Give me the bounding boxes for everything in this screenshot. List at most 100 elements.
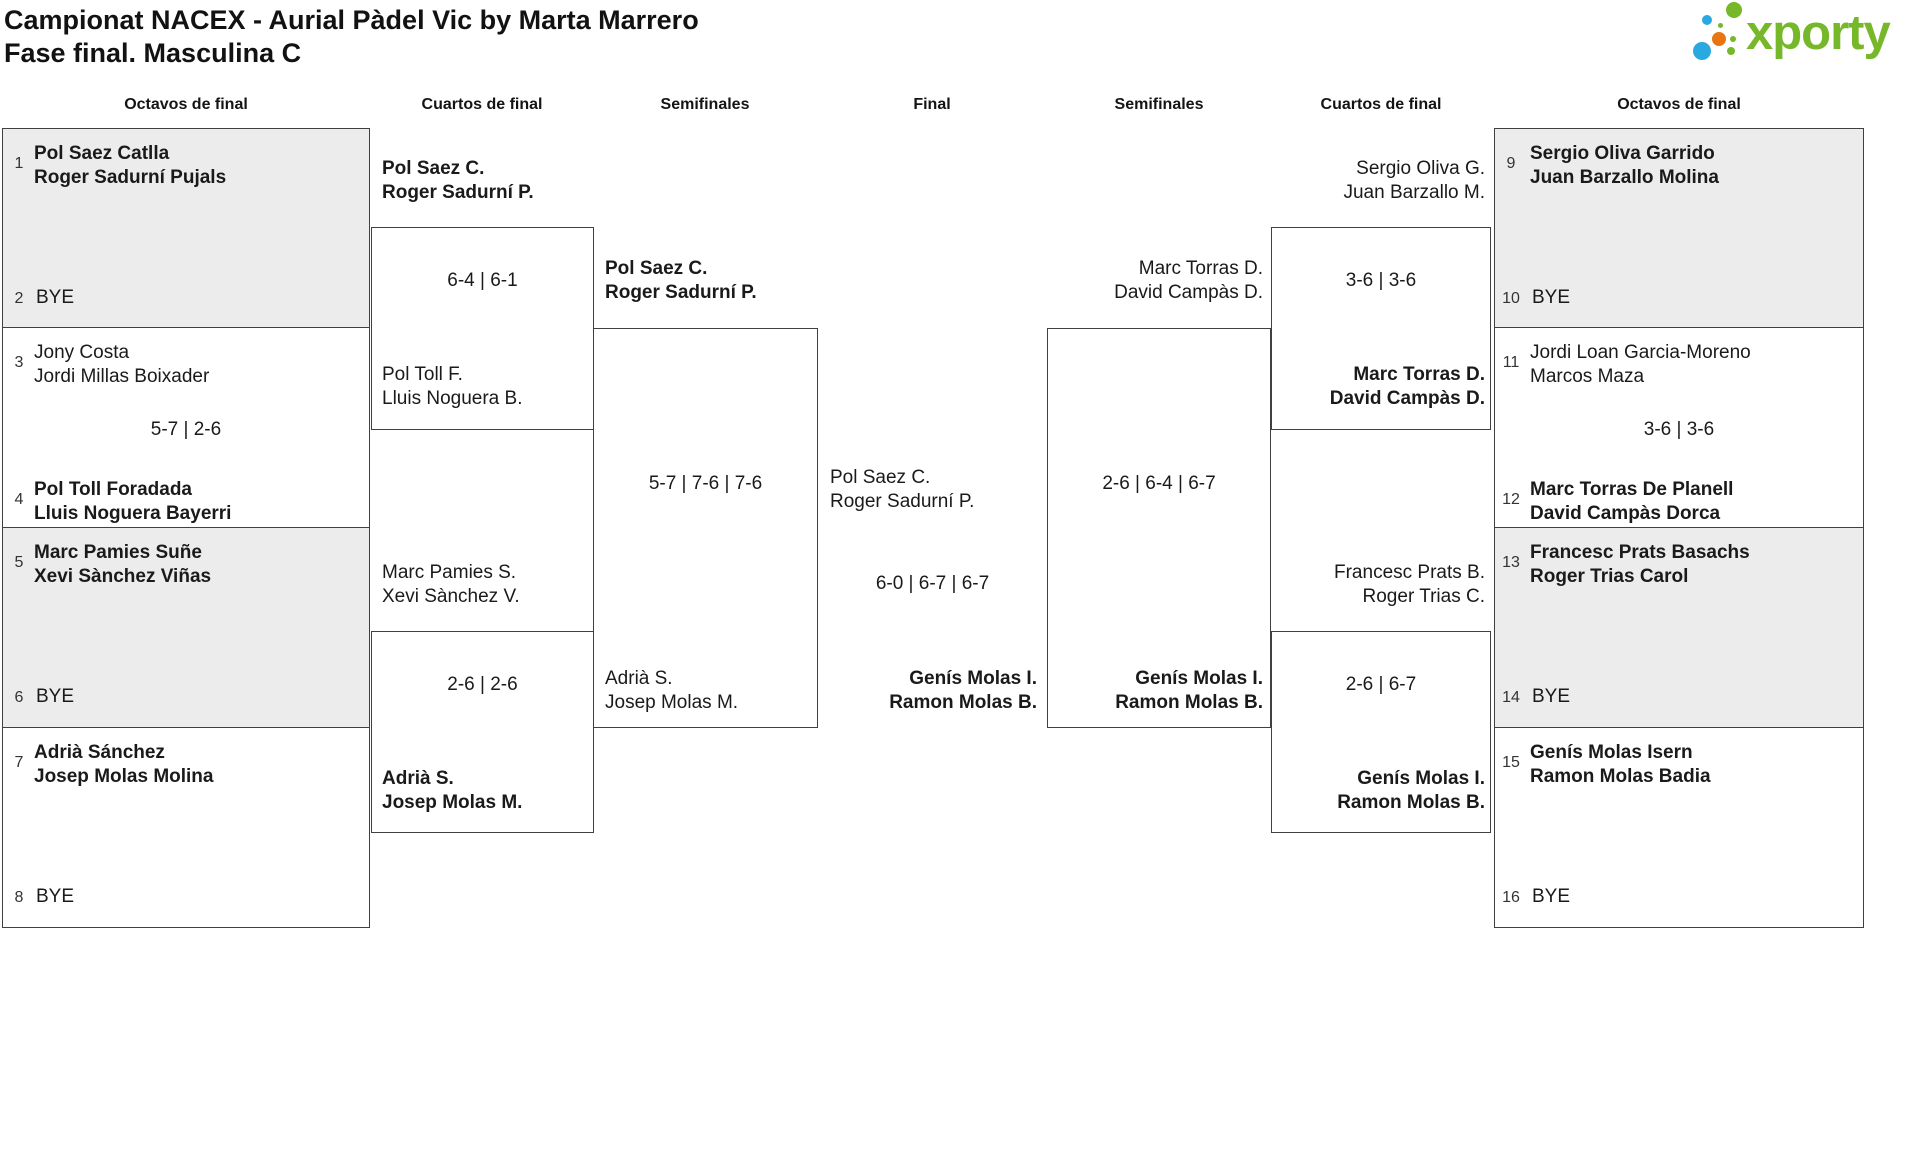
team-name-line: Jordi Millas Boixader <box>34 366 210 387</box>
match-box-qf-right-1 <box>1271 227 1491 430</box>
match-box-qf-right-2 <box>1271 631 1491 833</box>
r16-left-2-score: 5-7 | 2-6 <box>150 419 222 440</box>
team-name-line: Roger Sadurní Pujals <box>34 167 227 188</box>
team-name-line: Genís Molas Isern <box>1530 742 1693 763</box>
team-name-line: Pol Toll Foradada <box>34 479 192 500</box>
r16-right-2-score: 3-6 | 3-6 <box>1643 419 1715 440</box>
r16-right-4-team-top: Genís Molas Isern Ramon Molas Badia <box>1530 741 1711 789</box>
sf-left-team-bottom: Adrià S. Josep Molas M. <box>605 667 738 715</box>
r16-left-3-team-top: Marc Pamies Suñe Xevi Sànchez Viñas <box>34 541 211 589</box>
team-name-line: Lluis Noguera B. <box>382 388 523 409</box>
team-name-line: Marc Torras D. <box>1353 364 1485 385</box>
team-name-line: Roger Trias C. <box>1362 586 1485 607</box>
match-box-sf-left <box>593 328 818 728</box>
seed-14: 14 <box>1502 689 1520 706</box>
logo-dot-green-small <box>1727 47 1735 55</box>
round-header-cuartos-right: Cuartos de final <box>1320 96 1442 113</box>
team-name-line: Roger Sadurní P. <box>382 182 534 203</box>
final-team-right: Genís Molas I. Ramon Molas B. <box>818 667 1037 715</box>
r16-right-2-team-top: Jordi Loan Garcia-Moreno Marcos Maza <box>1530 341 1751 389</box>
match-box-qf-left-2 <box>371 631 594 833</box>
seed-8: 8 <box>14 889 24 906</box>
qf-left-2-team-top: Marc Pamies S. Xevi Sànchez V. <box>382 561 520 609</box>
xporty-logo[interactable]: xporty <box>1688 2 1914 68</box>
seed-10: 10 <box>1502 290 1520 307</box>
r16-left-4-team-top: Adrià Sánchez Josep Molas Molina <box>34 741 213 789</box>
team-name-line: Adrià Sánchez <box>34 742 165 763</box>
team-name-line: Adrià S. <box>605 668 673 689</box>
team-name-line: Xevi Sànchez V. <box>382 586 520 607</box>
team-name-line: Josep Molas Molina <box>34 766 214 787</box>
seed-6: 6 <box>14 689 24 706</box>
team-name-line: Marcos Maza <box>1530 366 1645 387</box>
team-name-line: Juan Barzallo M. <box>1343 182 1485 203</box>
qf-right-1-score: 3-6 | 3-6 <box>1345 270 1417 291</box>
team-name-line: Francesc Prats B. <box>1334 562 1485 583</box>
team-name-line: Josep Molas M. <box>382 792 523 813</box>
r16-right-3-team-top: Francesc Prats Basachs Roger Trias Carol <box>1530 541 1750 589</box>
team-name-line: David Campàs D. <box>1329 388 1485 409</box>
seed-3: 3 <box>14 354 24 371</box>
team-name-line: Juan Barzallo Molina <box>1530 167 1719 188</box>
sf-right-team-top: Marc Torras D. David Campàs D. <box>1047 257 1263 305</box>
round-header-semis-left: Semifinales <box>660 96 750 113</box>
match-box-r16-left-4 <box>2 727 370 928</box>
seed-9: 9 <box>1506 155 1516 172</box>
round-header-final: Final <box>913 96 951 113</box>
team-name-line: Lluis Noguera Bayerri <box>34 503 232 524</box>
page-title: Campionat NACEX - Aurial Pàdel Vic by Ma… <box>4 4 699 70</box>
team-name-line: Adrià S. <box>382 768 454 789</box>
sf-right-team-bottom: Genís Molas I. Ramon Molas B. <box>1047 667 1263 715</box>
logo-dot-green-tiny <box>1718 23 1723 28</box>
match-box-r16-right-4 <box>1494 727 1864 928</box>
qf-right-1-team-bottom: Marc Torras D. David Campàs D. <box>1271 363 1485 411</box>
qf-left-2-score: 2-6 | 2-6 <box>447 674 518 695</box>
round-header-octavos-right: Octavos de final <box>1617 96 1741 113</box>
team-name-line: Sergio Oliva G. <box>1356 158 1485 179</box>
qf-right-2-score: 2-6 | 6-7 <box>1345 674 1417 695</box>
match-box-r16-right-1 <box>1494 128 1864 328</box>
sf-left-score: 5-7 | 7-6 | 7-6 <box>648 473 763 494</box>
team-name-line: Francesc Prats Basachs <box>1530 542 1750 563</box>
round-header-octavos-left: Octavos de final <box>124 96 248 113</box>
qf-right-2-team-top: Francesc Prats B. Roger Trias C. <box>1271 561 1485 609</box>
seed-4: 4 <box>14 491 24 508</box>
r16-left-2-team-bottom: Pol Toll Foradada Lluis Noguera Bayerri <box>34 478 231 526</box>
team-name-line: Ramon Molas Badia <box>1530 766 1711 787</box>
team-name-line: Jony Costa <box>34 342 130 363</box>
team-name-line: Pol Toll F. <box>382 364 463 385</box>
page-title-line2: Fase final. Masculina C <box>4 38 302 68</box>
r16-left-1-team-top: Pol Saez Catlla Roger Sadurní Pujals <box>34 142 226 190</box>
qf-left-1-team-top: Pol Saez C. Roger Sadurní P. <box>382 157 534 205</box>
seed-1: 1 <box>14 155 24 172</box>
final-score: 6-0 | 6-7 | 6-7 <box>875 573 990 594</box>
qf-left-2-team-bottom: Adrià S. Josep Molas M. <box>382 767 522 815</box>
final-team-left: Pol Saez C. Roger Sadurní P. <box>830 466 974 514</box>
qf-right-2-team-bottom: Genís Molas I. Ramon Molas B. <box>1271 767 1485 815</box>
round-header-semis-right: Semifinales <box>1114 96 1204 113</box>
team-name-line: Pol Saez C. <box>382 158 485 179</box>
sf-right-score: 2-6 | 6-4 | 6-7 <box>1102 473 1216 494</box>
seed-5: 5 <box>14 554 24 571</box>
seed-12: 12 <box>1502 491 1520 508</box>
qf-right-1-team-top: Sergio Oliva G. Juan Barzallo M. <box>1271 157 1485 205</box>
team-name-line: Ramon Molas B. <box>1337 792 1485 813</box>
r16-right-3-bye: BYE <box>1532 686 1571 707</box>
team-name-line: Pol Saez C. <box>830 467 931 488</box>
match-box-r16-left-1 <box>2 128 370 328</box>
match-box-r16-left-3 <box>2 527 370 728</box>
team-name-line: Marc Torras D. <box>1138 258 1263 279</box>
sf-left-team-top: Pol Saez C. Roger Sadurní P. <box>605 257 757 305</box>
team-name-line: David Campàs D. <box>1114 282 1263 303</box>
r16-left-3-bye: BYE <box>36 686 75 707</box>
seed-13: 13 <box>1502 554 1520 571</box>
team-name-line: Marc Pamies Suñe <box>34 542 202 563</box>
r16-left-2-team-top: Jony Costa Jordi Millas Boixader <box>34 341 209 389</box>
round-header-cuartos-left: Cuartos de final <box>421 96 543 113</box>
page-title-line1: Campionat NACEX - Aurial Pàdel Vic by Ma… <box>4 5 699 35</box>
seed-11: 11 <box>1502 354 1520 371</box>
r16-left-4-bye: BYE <box>36 886 75 907</box>
team-name-line: David Campàs Dorca <box>1530 503 1721 524</box>
team-name-line: Genís Molas I. <box>1357 768 1485 789</box>
team-name-line: Pol Saez C. <box>605 258 708 279</box>
